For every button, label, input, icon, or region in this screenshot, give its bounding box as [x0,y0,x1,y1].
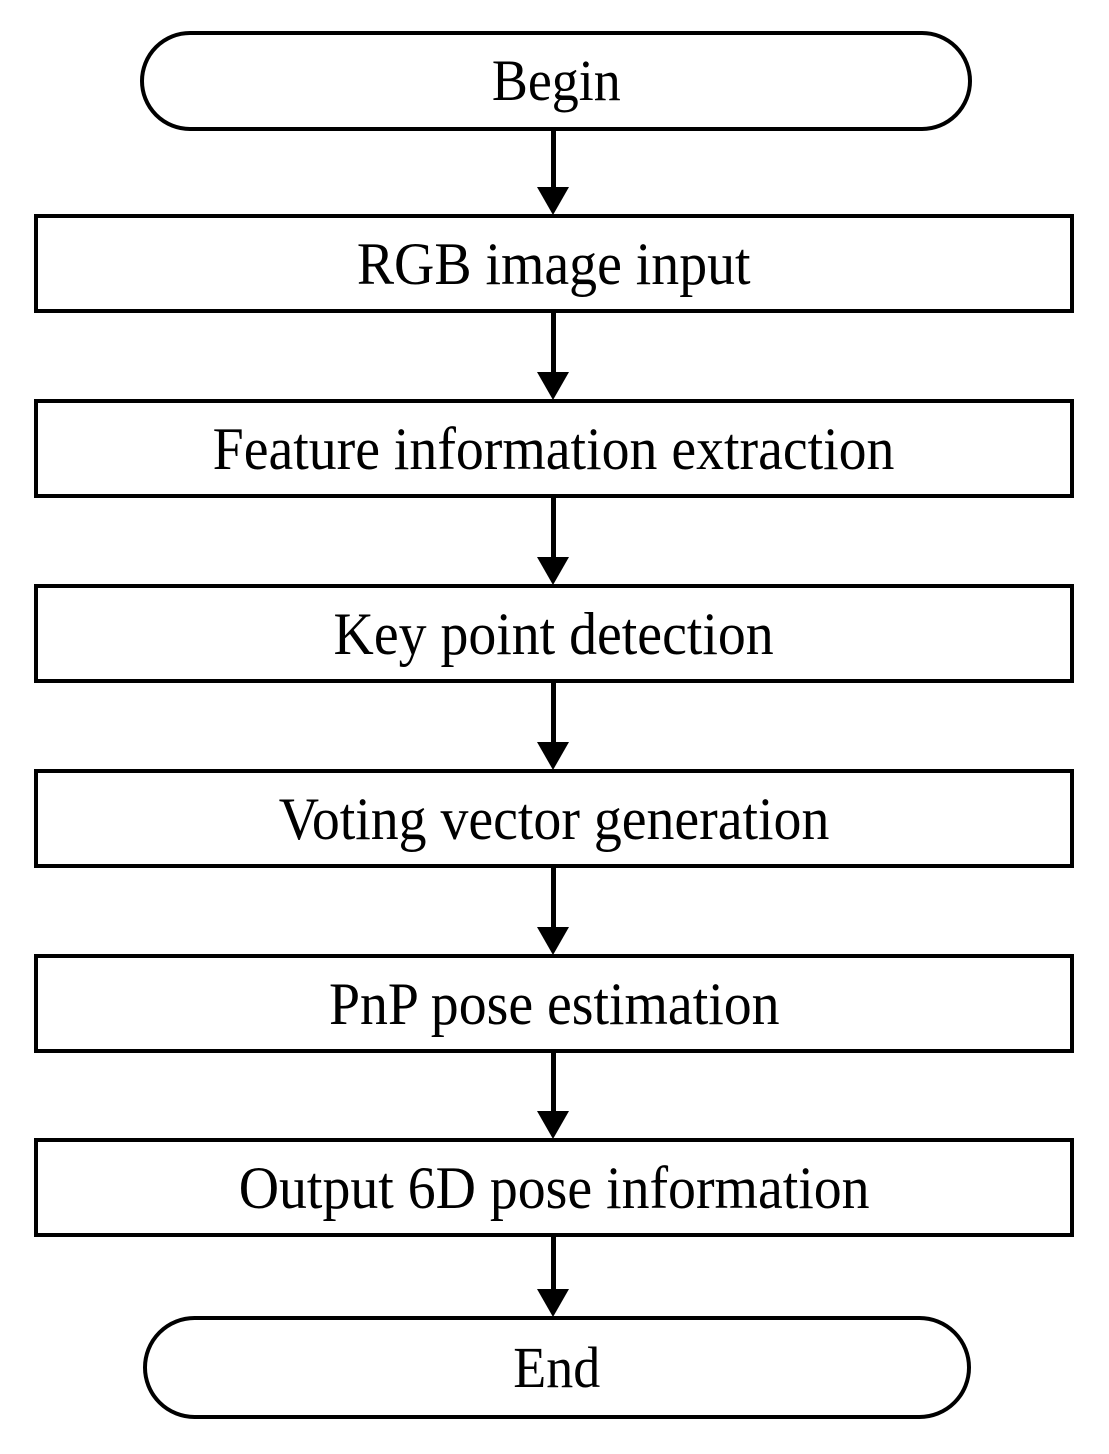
connector-line [550,131,556,188]
connector-line [550,498,556,558]
flow-node-output6d[interactable]: Output 6D pose information [34,1138,1074,1237]
arrowhead-icon [537,1289,569,1317]
flow-node-voting[interactable]: Voting vector generation [34,769,1074,868]
flow-node-label-begin: Begin [491,48,621,113]
connector-line [550,1053,556,1112]
arrowhead-icon [537,742,569,770]
flow-node-label-voting: Voting vector generation [278,785,830,852]
arrowhead-icon [537,372,569,400]
flow-node-pnp[interactable]: PnP pose estimation [34,954,1074,1053]
flow-node-end[interactable]: End [143,1316,971,1419]
flow-node-feature[interactable]: Feature information extraction [34,399,1074,498]
flow-node-rgb_input[interactable]: RGB image input [34,214,1074,313]
flow-node-label-output6d: Output 6D pose information [238,1154,870,1221]
connector-line [550,313,556,373]
flow-node-label-keypoint: Key point detection [333,600,775,667]
arrowhead-icon [537,557,569,585]
arrowhead-icon [537,187,569,215]
connector-line [550,1237,556,1290]
flow-node-label-pnp: PnP pose estimation [328,970,780,1037]
connector-line [550,683,556,743]
connector-line [550,868,556,928]
arrowhead-icon [537,927,569,955]
flow-node-label-rgb_input: RGB image input [357,230,751,297]
flow-node-label-end: End [513,1334,601,1400]
arrowhead-icon [537,1111,569,1139]
flow-node-begin[interactable]: Begin [140,31,972,131]
flow-node-keypoint[interactable]: Key point detection [34,584,1074,683]
flow-node-label-feature: Feature information extraction [213,415,895,482]
